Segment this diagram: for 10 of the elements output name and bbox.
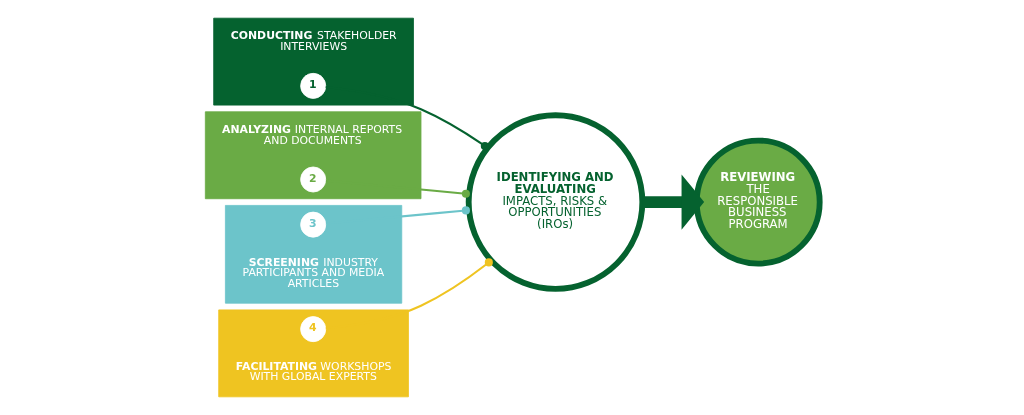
node-circle: 1 (299, 72, 326, 99)
connector (325, 179, 470, 198)
node-circle: 3 (299, 211, 326, 238)
connector (325, 85, 489, 151)
node-circle: 4 (299, 316, 326, 343)
node-circle: 2 (299, 166, 326, 193)
node-circle: REVIEWING THE RESPONSIBLE BUSINESS PROGRAM (693, 137, 823, 267)
connector (325, 206, 470, 225)
connector (325, 258, 493, 330)
node-circle: IDENTIFYING AND EVALUATING IMPACTS, RISKS & OPPORTUNITIES (IROs) (465, 112, 645, 292)
